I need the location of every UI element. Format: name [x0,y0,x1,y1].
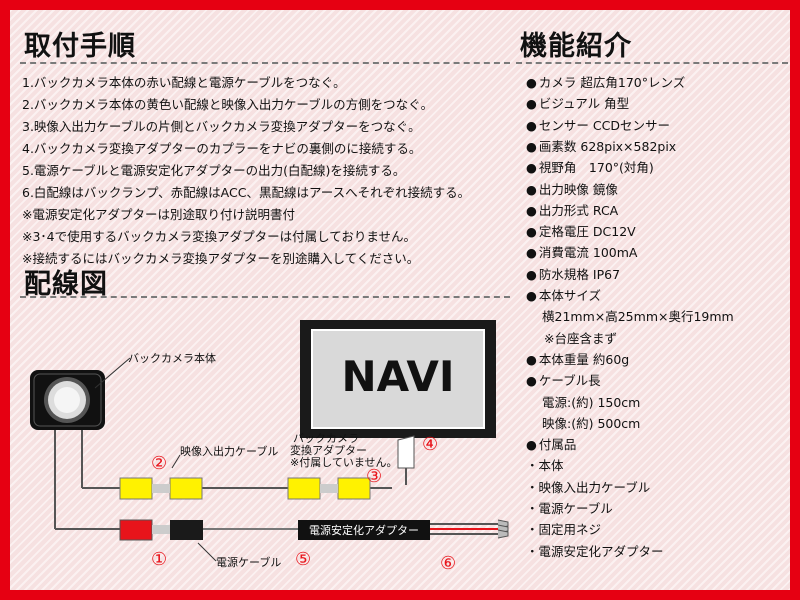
stabilizer-label: 電源安定化アダプター [309,523,419,537]
feature-item: 消費電流 100mA [526,242,638,261]
marker-3: ③ [366,466,382,487]
features-divider [516,62,788,64]
note-1: ※電源安定化アダプターは別途取り付け説明書付 [22,207,295,222]
marker-5: ⑤ [295,549,311,570]
step-3: 3.映像入出力ケーブルの片側とバックカメラ変換アダプターをつなぐ。 [22,119,421,134]
wiring-diagram: NAVI バックカメラ本体 [30,320,509,574]
video-connector-camera [119,477,153,500]
procedure-title: 取付手順 [24,31,136,62]
feature-item: 横21mm×高25mm×奥行19mm [542,309,734,324]
feature-item: 本体 [526,455,564,474]
feature-item: 出力映像 鏡像 [526,179,618,198]
feature-item: 本体サイズ [526,285,601,304]
feature-item: 固定用ネジ [526,519,602,538]
feature-item: カメラ 超広角170°レンズ [526,72,685,91]
power-leader-line [197,542,217,562]
navi-monitor: NAVI [300,320,496,438]
stabilizer-box [298,520,430,540]
feature-item: ※台座含まず [544,331,617,346]
marker-6: ⑥ [440,553,456,574]
power-connector-black [170,520,203,540]
adapter-label-1: バックカメラ [293,432,359,445]
marker-2: ② [151,453,167,474]
feature-item: 映像入出力ケーブル [526,477,651,496]
step-5: 5.電源ケーブルと電源安定化アダプターの出力(白配線)を接続する。 [22,163,406,178]
camera-cables [54,430,498,535]
wiring-divider [20,296,510,298]
video-plug-b [320,484,338,493]
video-leader-line [171,454,181,469]
feature-item: センサー CCDセンサー [526,115,670,134]
navi-coupler [397,435,415,469]
marker-4: ④ [422,434,438,455]
step-4: 4.バックカメラ変換アダプターのカプラーをナビの裏側のに接続する。 [22,141,422,156]
adapter-label-3: ※付属していません。 [290,456,398,469]
power-connector-red [119,519,153,541]
note-2: ※3･4で使用するバックカメラ変換アダプターは付属しておりません。 [22,229,417,244]
step-6: 6.白配線はバックランプ、赤配線はACC、黒配線はアースへそれぞれ接続する。 [22,185,471,200]
features-title: 機能紹介 [520,31,632,62]
feature-item: 防水規格 IP67 [526,264,620,283]
feature-item: 映像:(約) 500cm [542,416,641,431]
video-connector-cable-b [287,477,321,500]
adapter-label-2: 変換アダプター [290,443,367,457]
feature-item: 定格電圧 DC12V [526,221,636,240]
power-cable-label: 電源ケーブル [216,555,281,569]
feature-item: 出力形式 RCA [526,200,618,219]
feature-item: 電源ケーブル [526,498,613,517]
feature-item: ケーブル長 [526,370,601,389]
feature-item: 画素数 628pix×582pix [526,136,676,155]
feature-item: 本体重量 約60g [526,349,629,368]
step-1: 1.バックカメラ本体の赤い配線と電源ケーブルをつなぐ。 [22,75,346,90]
back-camera-icon [30,370,105,430]
step-2: 2.バックカメラ本体の黄色い配線と映像入出力ケーブルの方側をつなぐ。 [22,97,434,112]
power-plug [152,525,170,534]
wire-terminal-3 [497,529,509,539]
marker-1: ① [151,549,167,570]
feature-item: 電源安定化アダプター [526,541,664,560]
video-plug-a [152,484,170,493]
camera-label: バックカメラ本体 [128,351,216,365]
note-3: ※接続するにはバックカメラ変換アダプターを別途購入してください。 [22,251,420,266]
feature-item: ビジュアル 角型 [526,93,629,112]
procedure-divider [20,62,510,64]
feature-item: 視野角 170°(対角) [526,157,654,176]
video-cable-label: 映像入出力ケーブル [180,444,278,458]
wiring-title: 配線図 [24,269,108,300]
feature-item: 電源:(約) 150cm [542,395,641,410]
video-connector-cable-a [169,477,203,500]
camera-leader-line [94,357,131,389]
navi-label: NAVI [342,352,455,401]
feature-item: 付属品 [526,434,577,453]
